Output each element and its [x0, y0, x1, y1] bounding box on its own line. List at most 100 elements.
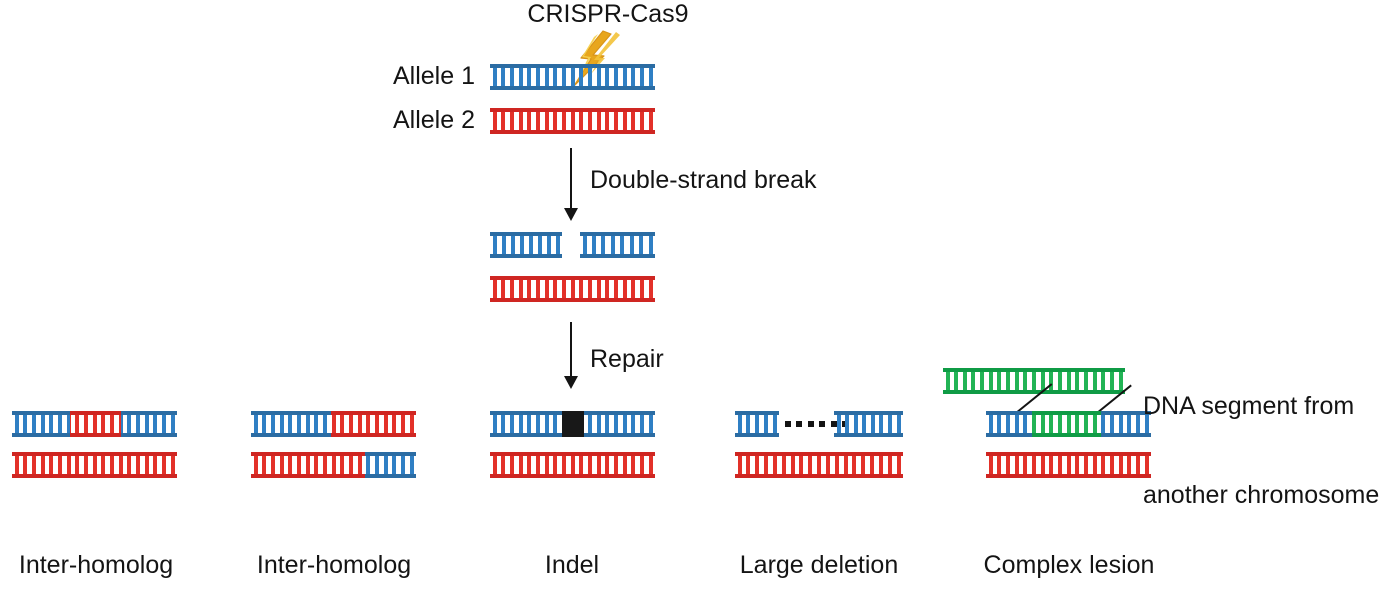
crossover-bottom-blue-half — [365, 452, 416, 478]
segment-rung — [400, 415, 405, 433]
strand-rung — [648, 456, 653, 474]
strand-rail-bottom — [12, 474, 177, 478]
strand-rail-top — [490, 64, 655, 68]
segment-rung — [1049, 415, 1054, 433]
strand-rung — [1057, 372, 1062, 390]
dot — [796, 421, 803, 427]
strand-rung — [639, 112, 644, 130]
strand-rung — [587, 112, 592, 130]
segment-rail-top — [365, 452, 416, 456]
segment-rungs — [331, 415, 416, 433]
strand-rung — [544, 68, 549, 86]
strand-rung — [648, 280, 653, 298]
strand-rung — [296, 415, 301, 433]
strand-rung — [845, 415, 850, 433]
strand-rung — [527, 112, 532, 130]
segment-rung — [1040, 415, 1045, 433]
strand-rung — [639, 68, 644, 86]
strand-rung — [648, 112, 653, 130]
segment-rung — [400, 456, 405, 474]
strand-rung — [501, 415, 506, 433]
segment-rung — [348, 415, 353, 433]
strand-rung — [878, 456, 883, 474]
complex-lesion-top-strand — [986, 411, 1151, 437]
strand-rung — [971, 372, 976, 390]
segment-rungs — [70, 415, 121, 433]
strand-rung — [620, 236, 625, 254]
crossover-top-red-half — [331, 411, 416, 437]
strand-rung — [631, 456, 636, 474]
strand-rung — [1023, 415, 1028, 433]
strand-rung — [1109, 456, 1114, 474]
strand-rung — [764, 456, 768, 474]
strand-rung — [1049, 372, 1054, 390]
strand-rung — [896, 415, 901, 433]
arrow-2-head — [564, 376, 578, 389]
strand-rung — [954, 372, 959, 390]
strand-rung — [836, 415, 841, 433]
complex-lesion-green-insert — [1032, 411, 1101, 437]
segment-rung — [409, 456, 414, 474]
strand-rung — [357, 456, 362, 474]
outcome-label-non-crossover: Inter-homolog recombination (non-crossov… — [0, 492, 204, 590]
crispr-cas9-label: CRISPR-Cas9 — [527, 0, 689, 28]
strand-rung — [887, 456, 892, 474]
strand-rung — [118, 456, 123, 474]
strand-rung — [553, 456, 558, 474]
strand-rung — [579, 280, 584, 298]
strand-rung — [314, 415, 319, 433]
arrow-1-head — [564, 208, 578, 221]
strand-rung — [980, 372, 985, 390]
strand-rung — [1135, 456, 1140, 474]
strand-rail-bottom — [490, 254, 562, 258]
strand-rung — [270, 415, 275, 433]
strand-rung — [763, 415, 768, 433]
strand-rung — [279, 415, 284, 433]
donor-dna-strand — [943, 368, 1125, 394]
segment-rung — [101, 415, 106, 433]
double-strand-break-label: Double-strand break — [590, 166, 817, 194]
strand-rung — [553, 68, 558, 86]
strand-rung — [622, 68, 627, 86]
dot — [807, 421, 814, 427]
strand-rung — [579, 456, 584, 474]
segment-rung — [374, 415, 379, 433]
strand-rungs — [986, 456, 1151, 474]
strand-rung — [555, 236, 560, 254]
strand-rung — [817, 456, 821, 474]
strand-rung — [509, 280, 514, 298]
strand-rung — [755, 415, 759, 433]
strand-rung — [57, 456, 62, 474]
strand-rung — [781, 456, 786, 474]
strand-rung — [561, 456, 566, 474]
strand-rung — [501, 280, 506, 298]
strand-rung — [492, 456, 497, 474]
strand-rung — [109, 456, 114, 474]
dot — [819, 421, 826, 427]
strand-rung — [737, 415, 742, 433]
strand-rung — [988, 372, 993, 390]
strand-rung — [153, 456, 158, 474]
strand-rung — [1118, 415, 1123, 433]
strand-rung — [622, 280, 627, 298]
strand-rung — [1083, 456, 1088, 474]
strand-rung — [596, 415, 601, 433]
strand-rung — [879, 415, 884, 433]
strand-rung — [579, 112, 584, 130]
strand-rung — [170, 415, 175, 433]
segment-rung — [374, 456, 379, 474]
strand-rung — [596, 68, 601, 86]
strand-rung — [528, 236, 533, 254]
strand-rung — [622, 112, 627, 130]
segment-rung — [383, 456, 388, 474]
strand-rung — [631, 68, 636, 86]
strand-rung — [629, 236, 634, 254]
strand-rung — [570, 112, 575, 130]
segment-rung — [392, 456, 397, 474]
segment-rail-bottom — [365, 474, 416, 478]
strand-rung — [639, 236, 644, 254]
strand-rung — [296, 456, 301, 474]
strand-rung — [1101, 372, 1106, 390]
segment-rung — [1032, 415, 1036, 433]
strand-rail-bottom — [251, 474, 416, 478]
